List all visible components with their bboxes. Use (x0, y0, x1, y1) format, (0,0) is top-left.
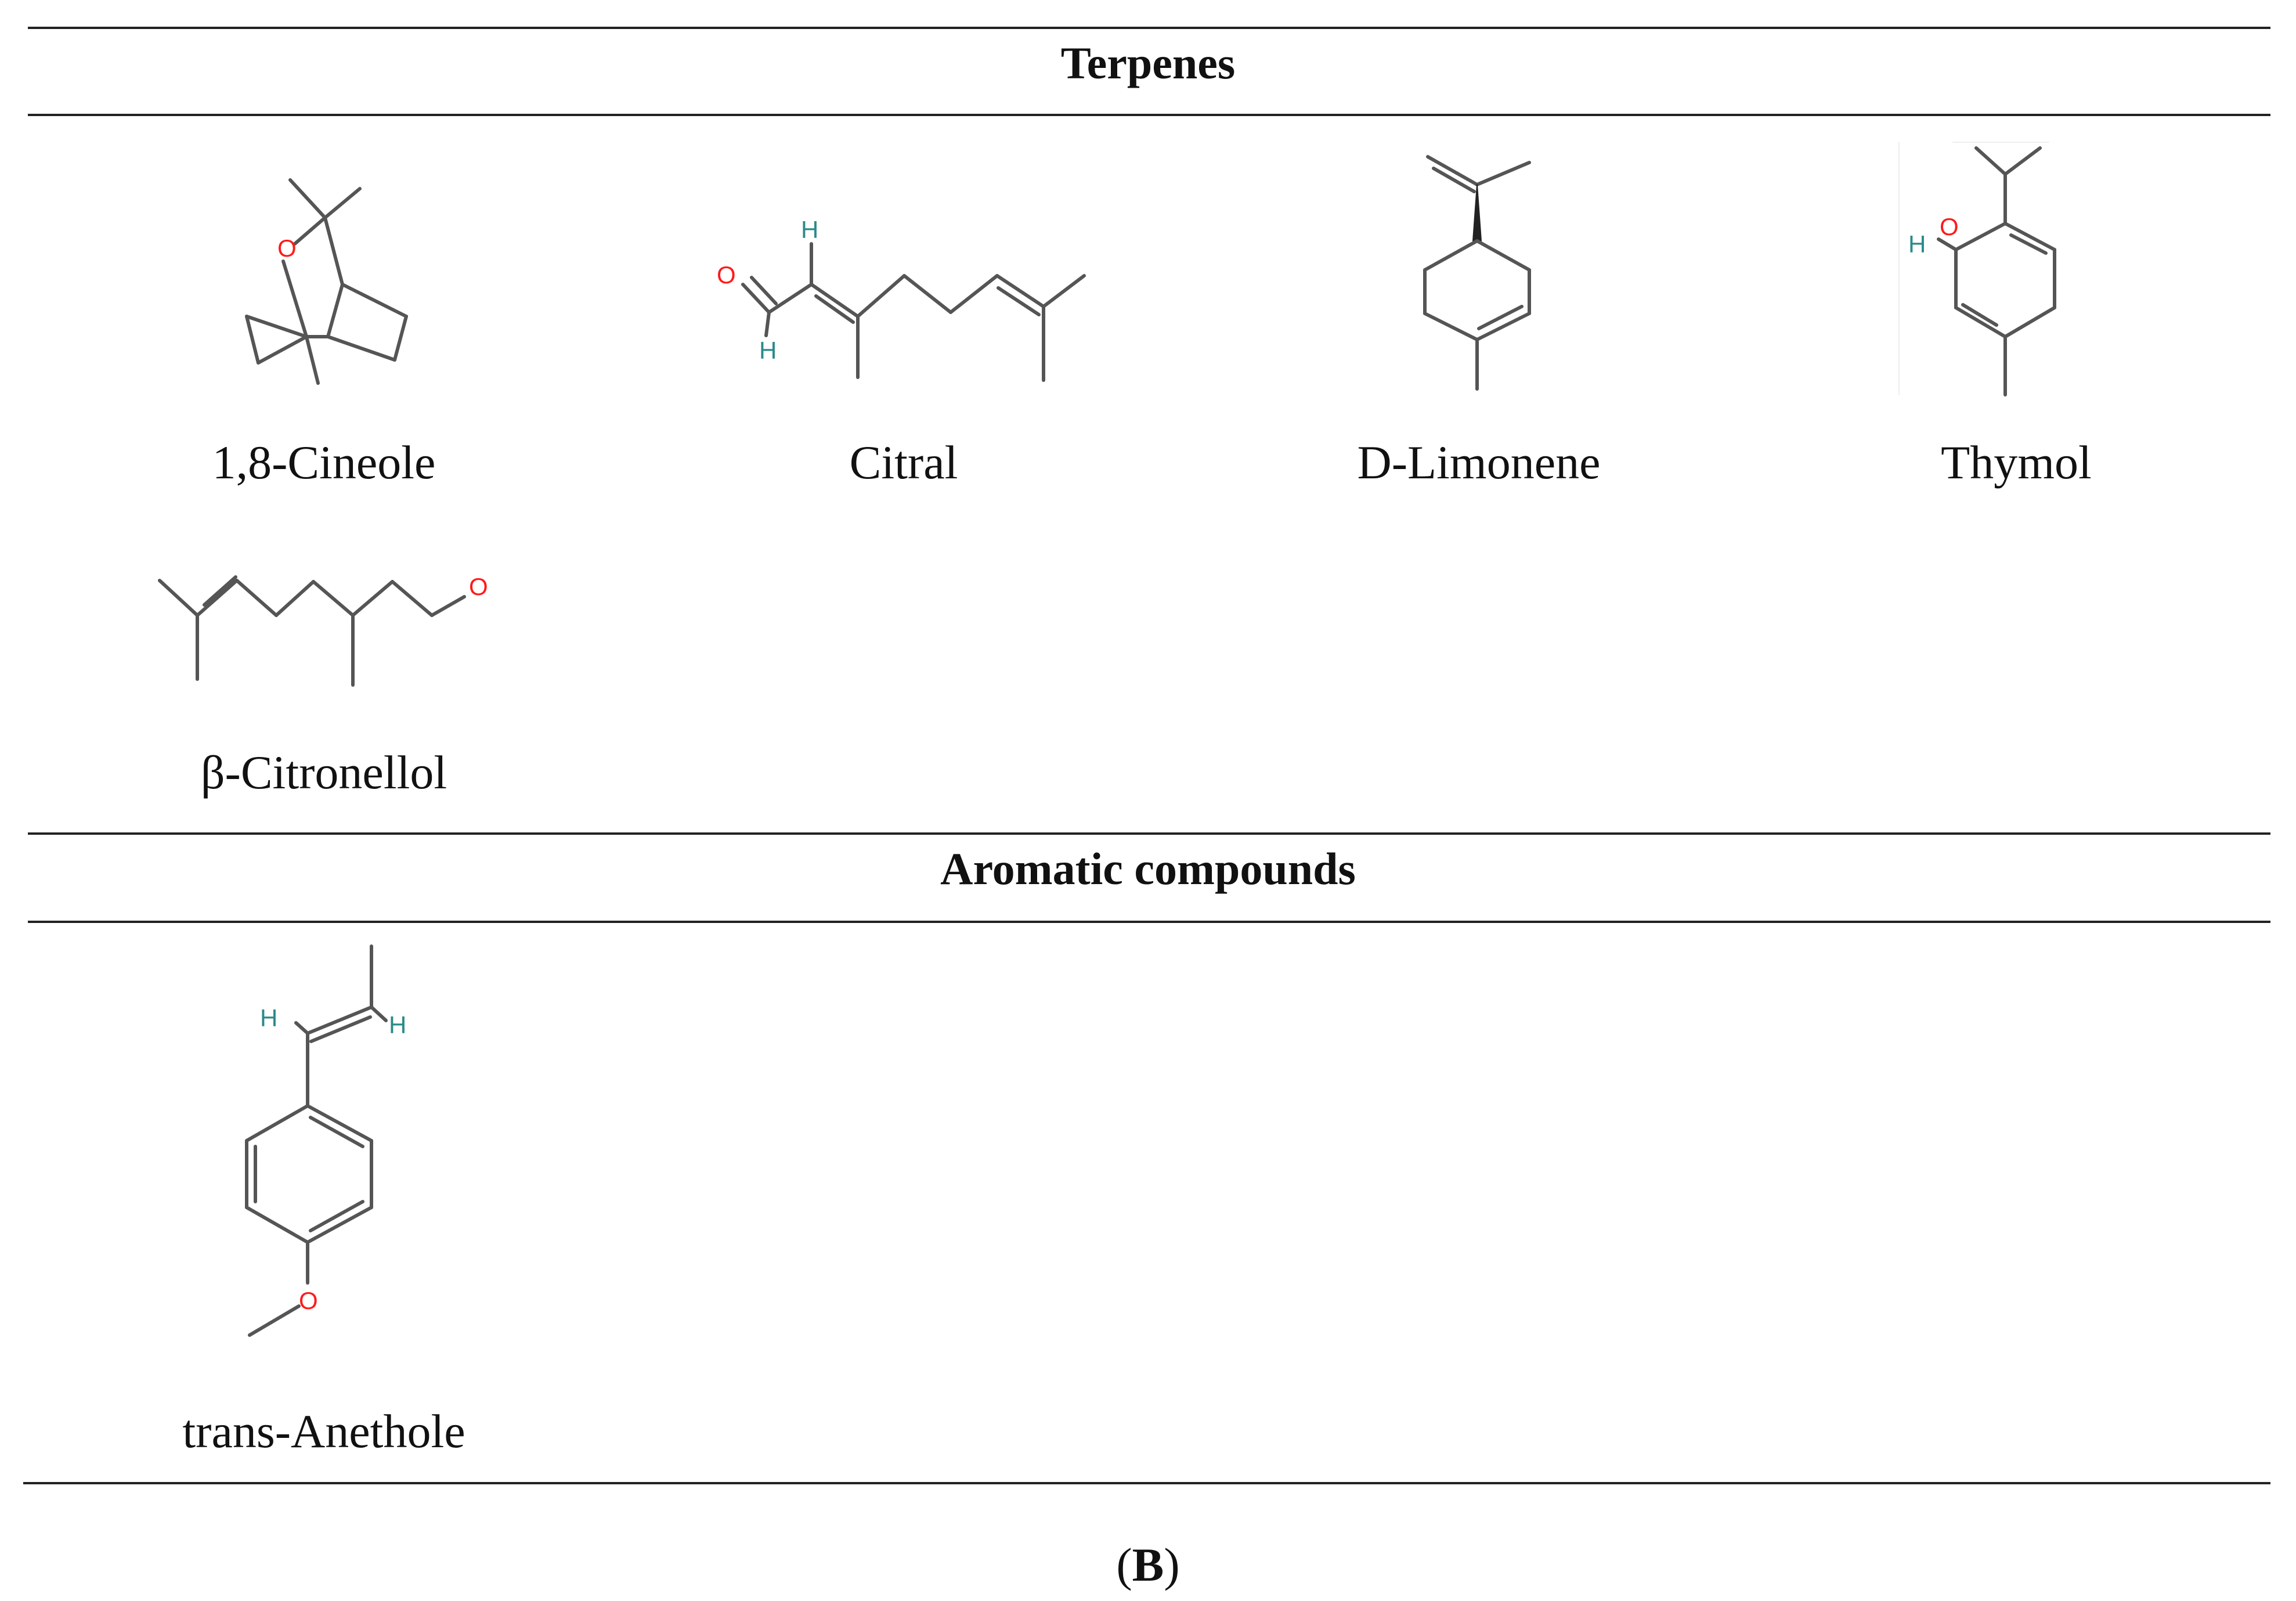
anethole-structure: H H O (245, 944, 406, 1337)
oxygen-atom: O (1940, 213, 1959, 240)
oxygen-atom: O (299, 1287, 318, 1314)
citronellol-structure: O (158, 573, 488, 687)
compound-name-anethole: trans-Anethole (182, 1405, 465, 1458)
hydrogen-atom: H (801, 216, 818, 243)
oxygen-atom: O (277, 235, 297, 262)
oxygen-atom: O (469, 573, 488, 600)
terpenes-header-rule (28, 114, 2270, 116)
compound-name-citral: Citral (849, 436, 958, 489)
cineole-structure: O (245, 178, 408, 385)
aromatic-top-rule (28, 832, 2270, 835)
panel-label-letter: B (1132, 1538, 1164, 1591)
panel-label-open: ( (1116, 1538, 1132, 1591)
limonene-structure (1423, 155, 1531, 391)
section-title-aromatic: Aromatic compounds (940, 843, 1356, 894)
table-top-rule (28, 27, 2270, 29)
panel-label-close: ) (1164, 1538, 1180, 1591)
panel-label: (B) (0, 1541, 2296, 1589)
hydrogen-atom: H (260, 1004, 277, 1032)
table-bottom-rule (23, 1482, 2270, 1484)
hydrogen-atom: H (389, 1011, 406, 1039)
aromatic-header-rule (28, 921, 2270, 923)
hydrogen-atom: H (1908, 230, 1926, 258)
thymol-structure: H O (1898, 142, 2056, 396)
compound-name-citronellol: β-Citronellol (200, 746, 447, 799)
compound-name-cineole: 1,8-Cineole (212, 436, 436, 489)
compound-name-thymol: Thymol (1941, 436, 2092, 489)
oxygen-atom: O (717, 261, 736, 289)
section-title-terpenes: Terpenes (1060, 38, 1236, 88)
citral-structure: O H H (717, 216, 1086, 382)
compound-name-limonene: D-Limonene (1357, 436, 1601, 489)
hydrogen-atom: H (759, 337, 777, 364)
